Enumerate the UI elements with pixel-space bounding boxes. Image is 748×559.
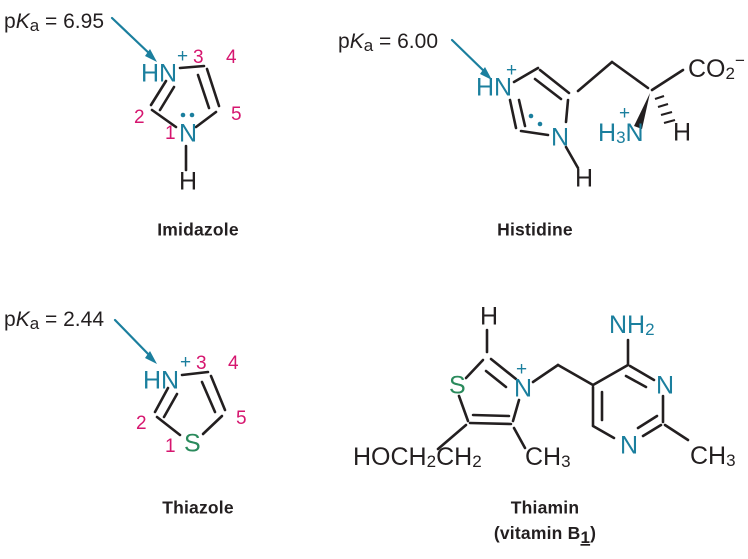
- pointer-arrow-histidine: [450, 38, 492, 80]
- charge-plus-thiazole-N3: +: [180, 352, 191, 373]
- panel-thiazole: pKa = 2.44 HN + S 1 2 3 4 5 Th: [4, 308, 247, 518]
- atom-N-histidine-NH: N: [551, 124, 569, 152]
- ring-number-1-thiazole: 1: [165, 436, 176, 457]
- ring-number-2-thiazole: 2: [136, 413, 147, 434]
- caption-thiamin-line2: (vitamin B1): [494, 523, 596, 548]
- thiamin-thiazolium-labels: H S N + CH3 HOCH2CH2: [353, 303, 571, 472]
- lone-pair-dot-left-histidine: [528, 113, 534, 119]
- lone-pair-dot-right: [189, 112, 195, 118]
- ring-number-4-thiazole: 4: [228, 353, 239, 374]
- histidine-side-chain-bonds: [576, 60, 685, 129]
- panel-histidine: pKa = 6.00 HN + N H: [338, 30, 745, 240]
- atom-S-thiamin: S: [449, 372, 466, 400]
- atom-H-thiamin-C2: H: [480, 303, 498, 331]
- atom-H3N-histidine: H3N: [598, 119, 644, 148]
- pka-text-imidazole: pKa = 6.95: [4, 10, 104, 36]
- histidine-ring-atom-labels: HN + N H: [476, 60, 593, 193]
- pka-label-thiazole: pKa = 2.44: [4, 308, 104, 334]
- atom-HN-thiazole: HN: [143, 367, 179, 395]
- atom-S-thiazole: S: [184, 430, 201, 458]
- thiamin-pyrimidine-labels: NH2 N N CH3: [609, 311, 736, 471]
- atom-H-imidazole: H: [179, 168, 197, 196]
- histidine-ring-bonds: [508, 66, 580, 170]
- atom-N-thiamin-thiazolium: N: [514, 375, 532, 403]
- lone-pair-dot-right-histidine: [537, 121, 543, 127]
- imidazole-ring-bonds: [149, 64, 221, 172]
- caption-imidazole: Imidazole: [157, 220, 239, 240]
- atom-CO2-histidine: CO2−: [688, 51, 745, 83]
- ring-number-4-imidazole: 4: [226, 47, 237, 68]
- caption-thiamin-line1: Thiamin: [511, 498, 580, 518]
- pka-text-thiazole: pKa = 2.44: [4, 308, 104, 334]
- atom-CH3-thiamin-thiazolium: CH3: [525, 443, 571, 472]
- imidazole-atom-labels: HN + N H: [141, 46, 197, 196]
- charge-plus-thiamin-N: +: [516, 359, 527, 380]
- pointer-arrow-imidazole: [110, 16, 157, 62]
- panel-thiamin: H S N + CH3 HOCH2CH2: [353, 303, 736, 548]
- charge-plus-imidazole-N3: +: [177, 46, 188, 67]
- ring-number-5-thiazole: 5: [236, 408, 247, 429]
- panel-imidazole: pKa = 6.95 HN + N: [4, 10, 242, 240]
- caption-histidine: Histidine: [497, 220, 573, 240]
- lone-pair-dot-left: [180, 112, 186, 118]
- thiamin-pyrimidine-bonds: [591, 338, 690, 442]
- thiamin-thiazolium-bonds: [436, 328, 595, 451]
- atom-H-histidine-ring: H: [575, 165, 593, 193]
- histidine-terminal-labels: H3N + H CO2−: [598, 51, 745, 147]
- pointer-arrow-thiazole: [113, 318, 157, 364]
- thiazole-atom-labels: HN + S: [143, 352, 201, 458]
- atom-NH2-thiamin: NH2: [609, 311, 655, 340]
- charge-plus-histidine-ring-N: +: [506, 60, 517, 81]
- pka-label-histidine: pKa = 6.00: [338, 30, 438, 56]
- caption-thiazole: Thiazole: [162, 498, 234, 518]
- thiazole-ring-bonds: [153, 370, 227, 437]
- atom-HN-imidazole: HN: [141, 60, 177, 88]
- ring-number-5-imidazole: 5: [231, 104, 242, 125]
- imidazole-ring-numbers: 1 2 3 4 5: [134, 47, 242, 144]
- atom-HOCH2CH2-thiamin: HOCH2CH2: [353, 443, 482, 472]
- pka-label-imidazole: pKa = 6.95: [4, 10, 104, 36]
- ring-number-3-imidazole: 3: [193, 47, 204, 68]
- ring-number-3-thiazole: 3: [196, 353, 207, 374]
- atom-CH3-thiamin-pyrimidine: CH3: [690, 442, 736, 471]
- atom-N1-imidazole: N: [179, 120, 197, 148]
- atom-HN-histidine: HN: [476, 74, 512, 102]
- atom-N-thiamin-pyrimidine-N3: N: [656, 372, 674, 400]
- charge-plus-histidine-amino: +: [619, 103, 630, 124]
- ring-number-1-imidazole: 1: [165, 123, 176, 144]
- thiazole-ring-numbers: 1 2 3 4 5: [136, 353, 247, 457]
- atom-H-histidine-alpha: H: [673, 119, 691, 147]
- atom-N-thiamin-pyrimidine-N1: N: [620, 432, 638, 460]
- pka-text-histidine: pKa = 6.00: [338, 30, 438, 56]
- ring-number-2-imidazole: 2: [134, 107, 145, 128]
